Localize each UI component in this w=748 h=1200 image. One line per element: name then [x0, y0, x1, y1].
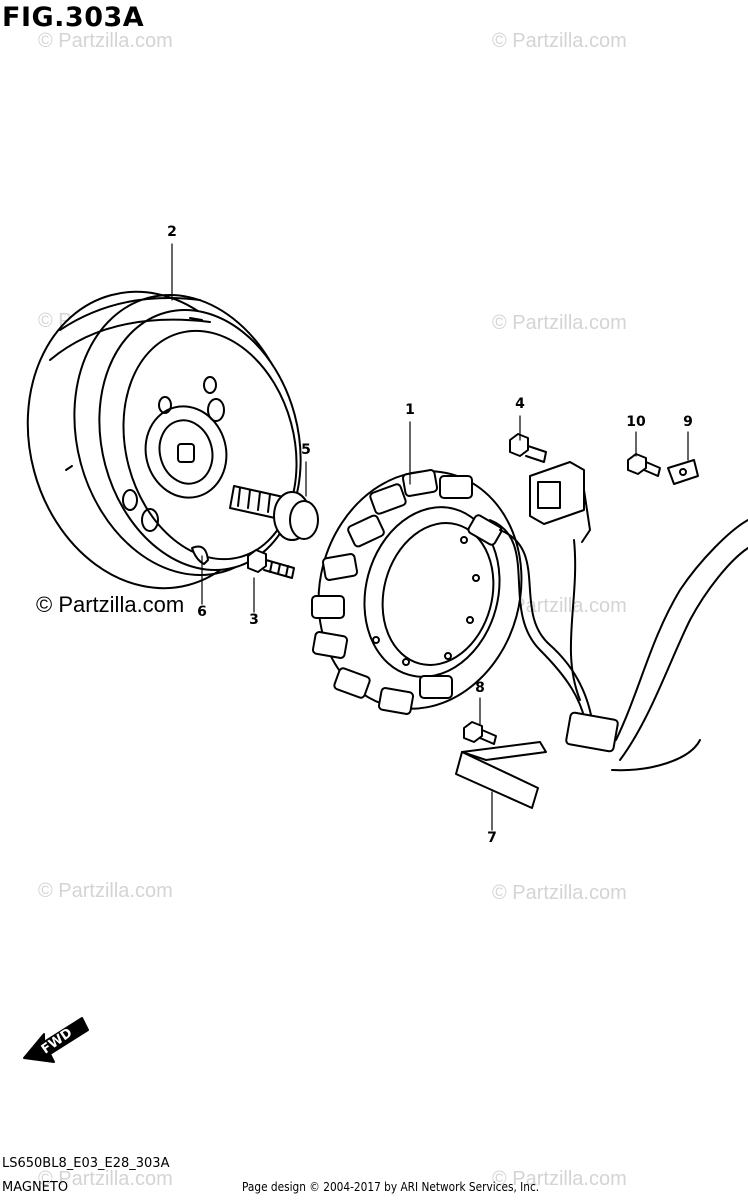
stator-drawing	[311, 469, 523, 715]
callout-1[interactable]: 1	[405, 402, 415, 418]
watermark: © Partzilla.com	[38, 880, 173, 902]
callout-6[interactable]: 6	[197, 604, 207, 620]
callout-7[interactable]: 7	[487, 830, 497, 846]
watermark-prominent: © Partzilla.com	[36, 592, 185, 617]
section-name: MAGNETO	[2, 1180, 69, 1195]
pickup-sensor-drawing	[509, 433, 591, 543]
callout-3[interactable]: 3	[249, 612, 259, 628]
wire-guide-drawing	[455, 721, 547, 809]
watermark: © Partzilla.com	[492, 882, 627, 904]
watermark: © Partzilla.com	[38, 30, 173, 52]
forward-direction-arrow	[23, 1017, 89, 1063]
callout-8[interactable]: 8	[475, 680, 485, 696]
watermark: © Partzilla.com	[492, 595, 627, 617]
callout-2[interactable]: 2	[167, 224, 177, 240]
rotor-bolt-drawing	[229, 485, 319, 541]
callout-4[interactable]: 4	[515, 396, 525, 412]
watermark: © Partzilla.com	[38, 1168, 173, 1190]
watermark: © Partzilla.com	[492, 30, 627, 52]
callout-10[interactable]: 10	[626, 414, 646, 430]
woodruff-key-drawing	[191, 545, 209, 565]
watermark: © Partzilla.com	[492, 1168, 627, 1190]
callout-9[interactable]: 9	[683, 414, 693, 430]
callout-5[interactable]: 5	[301, 442, 311, 458]
callout-leaders	[171, 243, 689, 831]
stator-wiring-drawing	[489, 519, 748, 772]
clamp-and-bolt-drawing	[627, 453, 699, 485]
copyright-notice: Page design © 2004-2017 by ARI Network S…	[242, 1180, 540, 1194]
model-code: LS650BL8_E03_E28_303A	[2, 1156, 170, 1171]
watermark: © Partzilla.com	[492, 312, 627, 334]
stator-bolt-drawing	[247, 549, 295, 579]
figure-title: FIG.303A	[2, 2, 145, 33]
